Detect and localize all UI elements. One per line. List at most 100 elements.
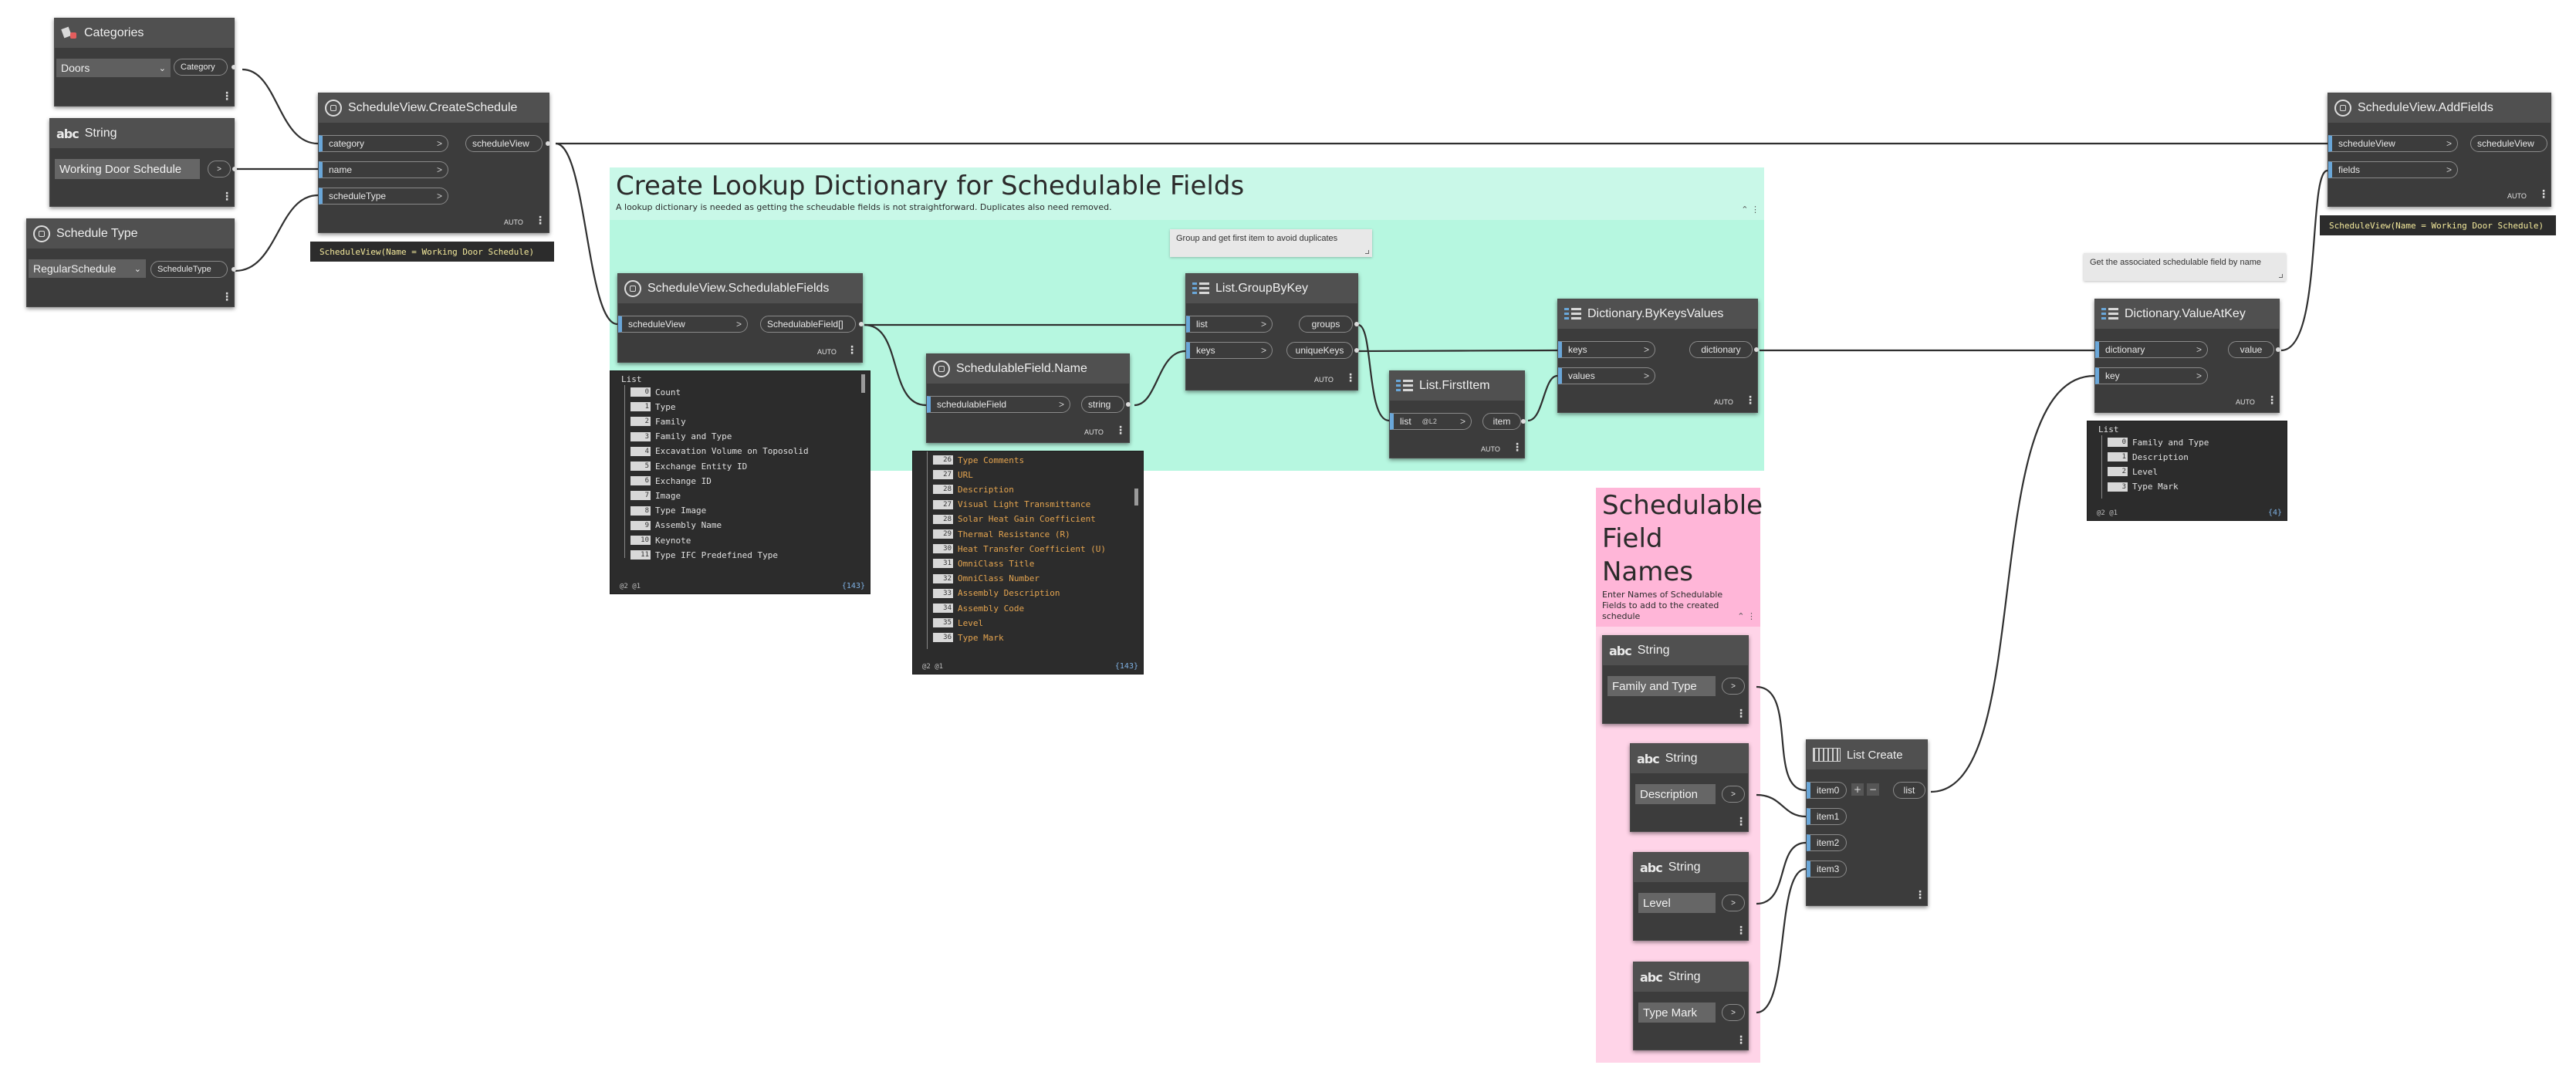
input-port-key[interactable]: key> [2095,367,2208,384]
output-port-schedulablefields[interactable]: SchedulableField[] [760,316,856,333]
category-dropdown-value: Doors [61,62,90,74]
string-input[interactable]: Family and Type [1607,676,1716,696]
note-get-field[interactable]: Get the associated schedulable field by … [2084,253,2286,281]
schedule-type-dropdown[interactable]: RegularSchedule⌄ [29,259,146,278]
preview-levels: @2 @1 [922,663,944,671]
wire [235,194,319,272]
node-menu-icon[interactable]: ⋮ [1512,441,1523,454]
preview-list-text: Solar Heat Gain Coefficient [958,514,1096,525]
output-port-string[interactable]: > [208,161,231,178]
node-add-fields[interactable]: ScheduleView.AddFields scheduleView> fie… [2328,93,2551,207]
output-port-scheduleview[interactable]: scheduleView [465,135,543,152]
preview-list-text: Assembly Code [958,603,1025,614]
group-collapse-icon[interactable]: ⌃ ⋮ [1741,205,1760,215]
output-port-scheduleview[interactable]: scheduleView [2470,135,2547,152]
input-port-scheduleview[interactable]: scheduleView> [618,316,748,333]
output-port-string[interactable]: > [1722,678,1745,695]
node-field-name[interactable]: SchedulableField.Name schedulableField> … [926,353,1131,443]
node-menu-icon[interactable]: ⋮ [1115,424,1126,437]
string-input[interactable]: Level [1638,893,1716,913]
node-value-at-key[interactable]: Dictionary.ValueAtKey dictionary> key> v… [2094,299,2280,413]
output-port-dictionary[interactable]: dictionary [1689,341,1753,358]
node-menu-icon[interactable]: ⋮ [1915,889,1925,901]
preview-list-text: URL [958,469,973,480]
node-schedule-type[interactable]: Schedule Type RegularSchedule⌄ ScheduleT… [26,218,236,307]
add-input-button[interactable]: + [1851,783,1864,796]
output-port-string[interactable]: > [1722,894,1745,911]
node-menu-icon[interactable]: ⋮ [1745,394,1756,407]
input-port-item0[interactable]: item0 [1807,782,1847,799]
string-icon: abc [56,126,79,141]
output-port-value[interactable]: value [2228,341,2274,358]
node-list-create[interactable]: List Create item0 + − item1 item2 item3 … [1806,739,1928,906]
input-port-item1[interactable]: item1 [1807,808,1847,825]
node-title: String [1637,644,1670,657]
node-schedulable-fields[interactable]: ScheduleView.SchedulableFields scheduleV… [617,273,864,363]
scrollbar[interactable] [1134,489,1138,505]
input-port-category[interactable]: category> [319,135,448,152]
input-port-keys[interactable]: keys> [1186,342,1273,359]
input-port-values[interactable]: values> [1558,367,1655,384]
input-port-dictionary[interactable]: dictionary> [2095,341,2208,358]
output-port-list[interactable]: list [1893,782,1925,799]
input-port-fields[interactable]: fields> [2328,161,2458,178]
chevron-down-icon: ⌄ [134,264,141,274]
node-menu-icon[interactable]: ⋮ [1736,925,1746,937]
category-dropdown[interactable]: Doors⌄ [56,59,171,77]
preview-create-schedule: ScheduleView(Name = Working Door Schedul… [310,242,554,262]
node-menu-icon[interactable]: ⋮ [1345,372,1356,384]
scrollbar[interactable] [861,374,865,393]
remove-input-button[interactable]: − [1867,783,1879,796]
output-port-string[interactable]: > [1722,1004,1745,1021]
input-port-list[interactable]: list@L2> [1390,413,1472,430]
output-port-category[interactable]: Category [174,59,228,76]
output-port-groups[interactable]: groups [1299,316,1353,333]
preview-count: {143} [841,582,865,590]
list-level-badge[interactable]: @L2 [1422,418,1437,425]
node-menu-icon[interactable]: ⋮ [847,344,857,357]
node-menu-icon[interactable]: ⋮ [535,215,546,227]
node-menu-icon[interactable]: ⋮ [1736,708,1746,720]
string-input[interactable]: Description [1635,784,1716,804]
node-group-by-key[interactable]: List.GroupByKey list> keys> groups uniqu… [1185,273,1359,391]
node-first-item[interactable]: List.FirstItem list@L2> item AUTO ⋮ [1389,370,1526,458]
input-port-name[interactable]: name> [319,161,448,178]
node-title: Dictionary.ValueAtKey [2125,307,2246,320]
node-by-keys-values[interactable]: Dictionary.ByKeysValues keys> values> di… [1557,299,1759,413]
node-menu-icon[interactable]: ⋮ [1736,1034,1746,1046]
node-menu-icon[interactable]: ⋮ [1736,816,1746,828]
input-port-list[interactable]: list> [1186,316,1273,333]
output-port-uniquekeys[interactable]: uniqueKeys [1286,342,1353,359]
node-create-schedule[interactable]: ScheduleView.CreateSchedule category> na… [318,93,550,233]
string-input[interactable]: Type Mark [1638,1003,1716,1023]
node-menu-icon[interactable]: ⋮ [221,191,232,203]
preview-list-text: Type Comments [958,455,1025,465]
output-port-item[interactable]: item [1482,413,1521,430]
node-menu-icon[interactable]: ⋮ [221,291,232,303]
group-collapse-icon[interactable]: ⌃ ⋮ [1737,611,1756,621]
note-group-first[interactable]: Group and get first item to avoid duplic… [1170,229,1372,257]
string-input[interactable]: Working Door Schedule [55,159,200,179]
node-menu-icon[interactable]: ⋮ [221,90,232,103]
node-categories[interactable]: Categories Doors⌄ Category ⋮ [54,18,236,107]
output-port-scheduletype[interactable]: ScheduleType [150,261,228,278]
output-port-string[interactable]: string [1081,396,1124,413]
input-port-item3[interactable]: item3 [1807,861,1847,877]
node-menu-icon[interactable]: ⋮ [2538,188,2549,201]
output-port-string[interactable]: > [1722,786,1745,803]
input-port-item2[interactable]: item2 [1807,834,1847,851]
input-port-scheduletype[interactable]: scheduleType> [319,188,448,205]
input-port-keys[interactable]: keys> [1558,341,1655,358]
node-menu-icon[interactable]: ⋮ [2267,394,2277,407]
input-port-scheduleview[interactable]: scheduleView> [2328,135,2458,152]
input-port-schedulablefield[interactable]: schedulableField> [927,396,1070,413]
